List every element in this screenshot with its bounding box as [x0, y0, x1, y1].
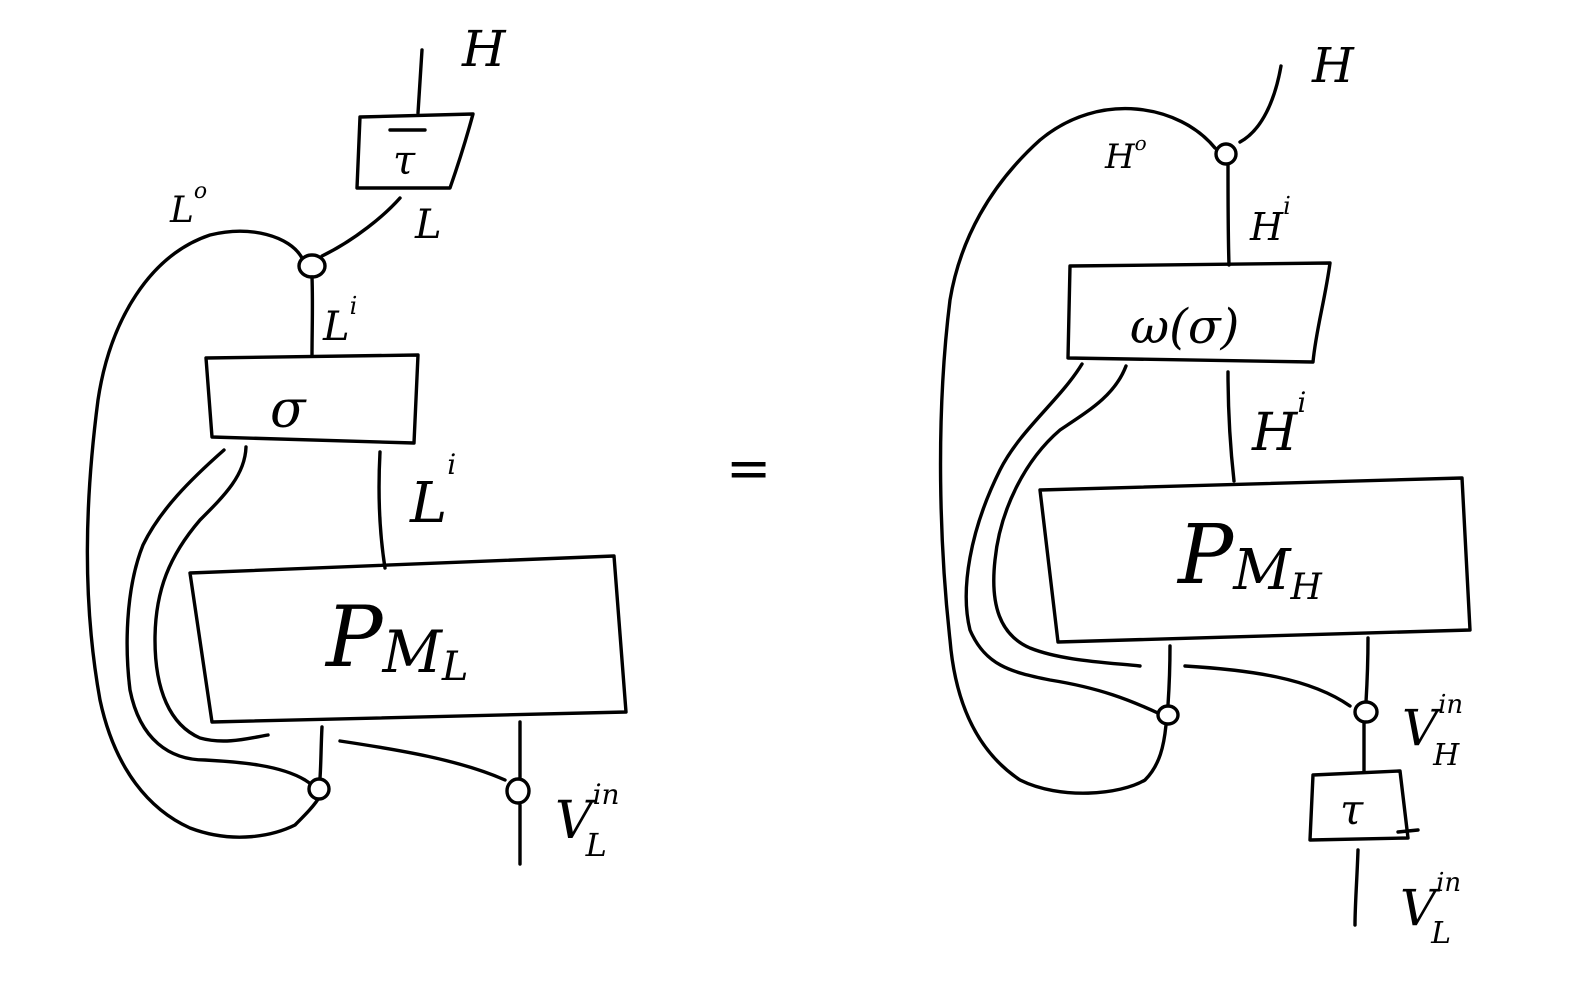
- wire-H-o-loop-right: [938, 107, 1217, 795]
- p-box-label-left: PML: [324, 588, 468, 690]
- label-L-left: L: [414, 202, 442, 248]
- label-L-i-lower-left: Li: [409, 448, 456, 536]
- label-H-left: H: [461, 20, 507, 78]
- p-box-left: [188, 554, 628, 724]
- wire-double-inner-right: [992, 364, 1142, 668]
- tau-box: [1308, 769, 1410, 842]
- wire-L-o-loop-left: [85, 229, 322, 839]
- label-H-i-upper-right: Hi: [1249, 192, 1291, 249]
- equals-label: =: [726, 437, 771, 500]
- merge-node-bottom-right: [1156, 704, 1180, 726]
- left-diagram: H τ L Lo Li σ Li PML: [85, 20, 628, 866]
- p-box-right: [1038, 476, 1472, 644]
- split-node-top-right: [1214, 142, 1238, 166]
- wire-double-outer-left: [125, 448, 316, 788]
- label-H-o-right: Ho: [1104, 131, 1147, 177]
- label-H-i-lower-right: Hi: [1251, 386, 1306, 463]
- merge-node-bottom-left: [307, 777, 331, 801]
- wire-cross-right: [1183, 664, 1352, 708]
- vin-node-left: [505, 777, 531, 805]
- tau-label: τ: [1340, 785, 1364, 834]
- wire-H-out-right: [1238, 64, 1283, 144]
- label-L-o-left: Lo: [169, 179, 207, 231]
- vin-H-node-right: [1353, 700, 1379, 724]
- label-L-i-upper-left: Li: [322, 292, 357, 350]
- wire-H-i-upper-right: [1226, 163, 1231, 267]
- wire-from-p-to-node-left: [318, 725, 324, 780]
- wire-H-out-left: [416, 48, 424, 115]
- wire-p-to-vin-right: [1364, 636, 1370, 704]
- omega-sigma-label: ω(σ): [1130, 299, 1239, 355]
- wire-double-outer-right: [964, 362, 1162, 716]
- sigma-box: [204, 353, 420, 445]
- wire-from-p-to-node-right: [1166, 644, 1172, 707]
- tau-box-extra-stroke: [1396, 828, 1420, 834]
- tau-bar-label: τ: [393, 138, 416, 184]
- wire-vin-L-right: [1353, 848, 1360, 927]
- label-H-right: H: [1311, 38, 1355, 94]
- wire-cross-left: [338, 739, 507, 782]
- omega-sigma-box: [1066, 261, 1332, 364]
- equals-sign: =: [726, 437, 771, 500]
- wire-double-inner-left: [153, 445, 270, 743]
- sigma-label: σ: [270, 380, 307, 440]
- wire-L-left: [320, 196, 402, 258]
- tau-bar-box: [355, 112, 475, 190]
- p-box-label-right: PMH: [1176, 508, 1323, 608]
- wire-L-i-lower-left: [377, 450, 387, 570]
- wire-H-i-lower-right: [1226, 370, 1236, 483]
